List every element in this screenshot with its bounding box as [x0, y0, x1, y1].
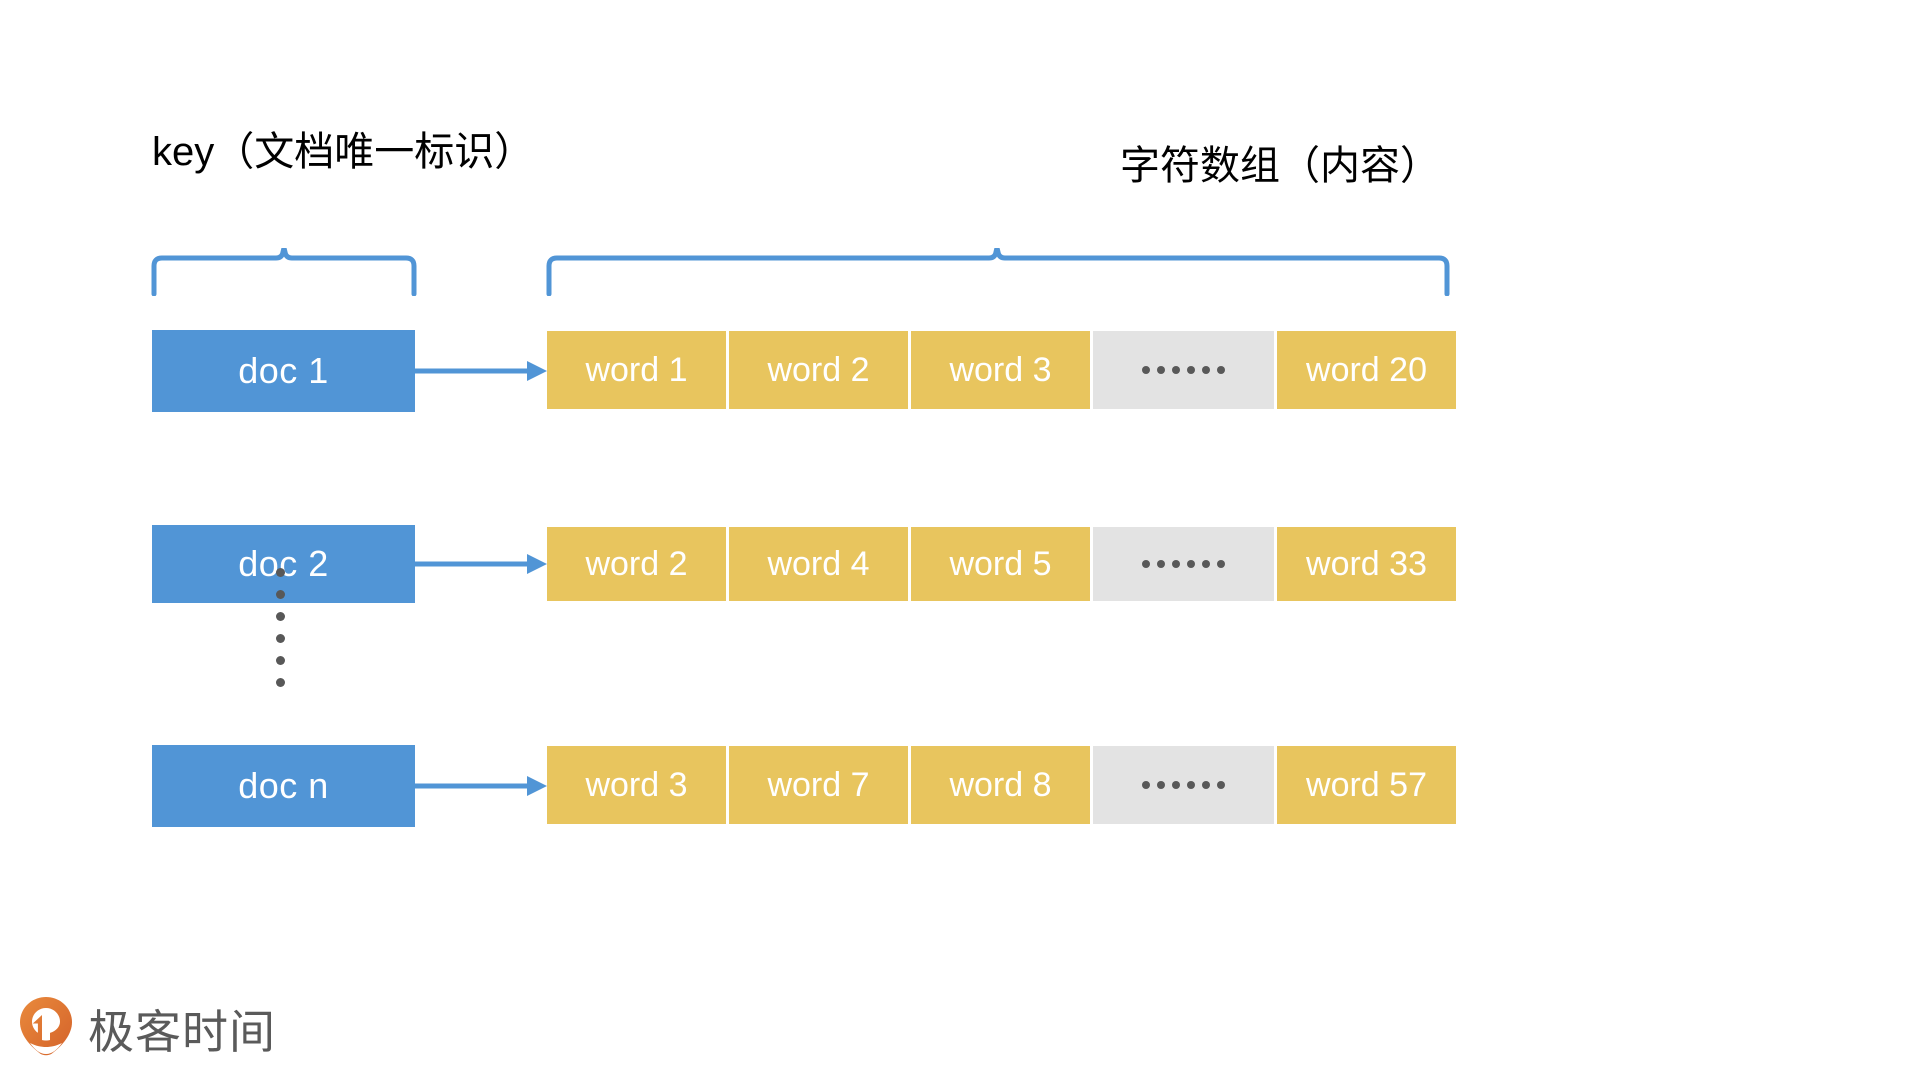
ellipsis-cell: [1093, 331, 1274, 409]
word-cell-label: word 33: [1306, 544, 1427, 583]
word-cell[interactable]: word 33: [1277, 527, 1456, 601]
key-column-brace: [150, 245, 418, 301]
word-cell-label: word 8: [949, 765, 1052, 804]
word-cell-label: word 2: [767, 350, 870, 389]
key-box[interactable]: doc n: [152, 745, 415, 827]
word-cell[interactable]: word 5: [911, 527, 1090, 601]
word-cell[interactable]: word 57: [1277, 746, 1456, 824]
horizontal-ellipsis-icon: [1142, 366, 1225, 374]
horizontal-ellipsis-icon: [1142, 781, 1225, 789]
word-cell-label: word 3: [949, 350, 1052, 389]
word-cell[interactable]: word 7: [729, 746, 908, 824]
array-column-brace: [545, 245, 1451, 301]
word-cell[interactable]: word 1: [547, 331, 726, 409]
key-box[interactable]: doc 1: [152, 330, 415, 412]
key-box[interactable]: doc 2: [152, 525, 415, 603]
key-to-array-arrow: [415, 358, 547, 384]
key-box-label: doc 1: [238, 350, 329, 391]
vertical-ellipsis-icon: [276, 568, 285, 687]
word-cell-label: word 5: [949, 544, 1052, 583]
horizontal-ellipsis-icon: [1142, 560, 1225, 568]
word-cell[interactable]: word 20: [1277, 331, 1456, 409]
key-column-label: key（文档唯一标识）: [152, 130, 535, 174]
word-cell-list: word 3 word 7 word 8 word 57: [547, 746, 1456, 824]
word-cell-label: word 7: [767, 765, 870, 804]
array-column-label: 字符数组（内容）: [1120, 144, 1440, 188]
word-cell-label: word 3: [585, 765, 688, 804]
word-cell[interactable]: word 3: [547, 746, 726, 824]
word-cell-list: word 1 word 2 word 3 word 20: [547, 331, 1456, 409]
key-box-label: doc 2: [238, 543, 329, 584]
word-cell-label: word 20: [1306, 350, 1427, 389]
word-cell[interactable]: word 4: [729, 527, 908, 601]
geektime-logo-text: 极客时间: [88, 1004, 276, 1059]
word-cell[interactable]: word 2: [547, 527, 726, 601]
word-cell-list: word 2 word 4 word 5 word 33: [547, 527, 1456, 601]
word-cell-label: word 4: [767, 544, 870, 583]
word-cell[interactable]: word 8: [911, 746, 1090, 824]
geektime-logo: 极客时间: [18, 995, 276, 1062]
word-cell[interactable]: word 3: [911, 331, 1090, 409]
ellipsis-cell: [1093, 527, 1274, 601]
word-cell[interactable]: word 2: [729, 331, 908, 409]
geektime-pin-icon: [18, 995, 74, 1062]
key-to-array-arrow: [415, 551, 547, 577]
word-cell-label: word 1: [585, 350, 688, 389]
key-to-array-arrow: [415, 773, 547, 799]
word-cell-label: word 2: [585, 544, 688, 583]
word-cell-label: word 57: [1306, 765, 1427, 804]
key-box-label: doc n: [238, 765, 329, 806]
ellipsis-cell: [1093, 746, 1274, 824]
